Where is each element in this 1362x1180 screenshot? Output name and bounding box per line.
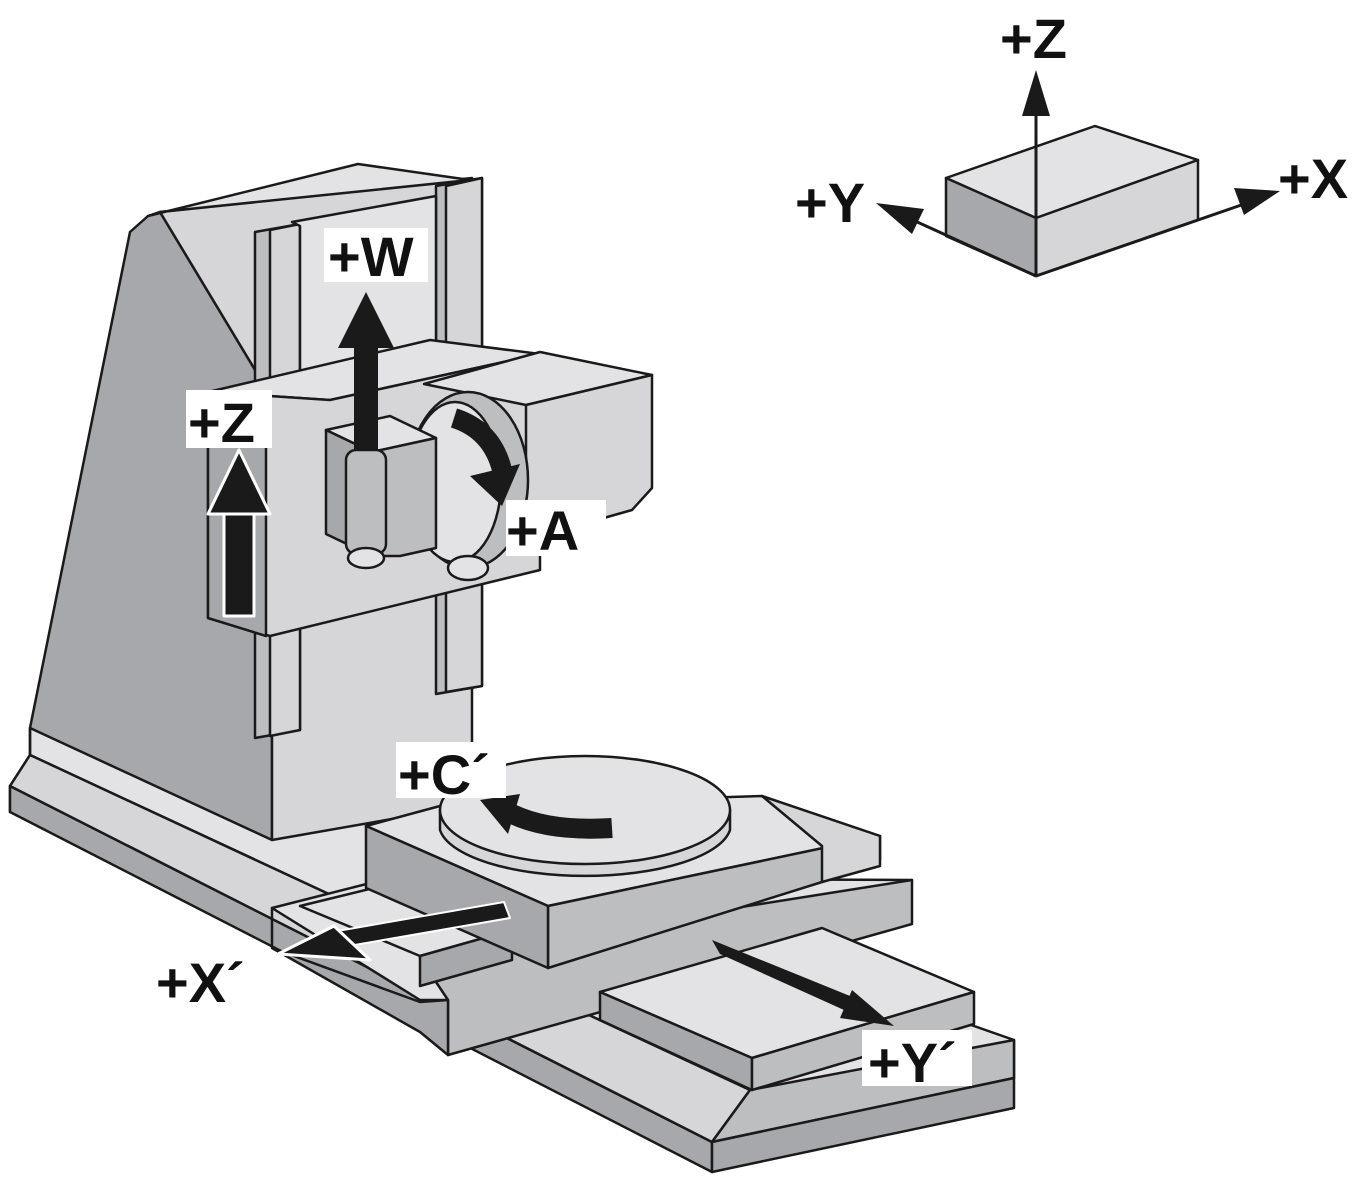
spindle-quill [344, 448, 388, 556]
ref-y-arrowhead [876, 203, 924, 234]
y-prime-label-bg [862, 1030, 972, 1086]
x-prime-label: +X´ [156, 951, 245, 1014]
w-arrow-shaft [354, 342, 378, 450]
x-prime-axis-arrow [276, 901, 511, 962]
w-label: +W [328, 225, 414, 288]
a-label-bg [506, 500, 606, 556]
c-arrow-head [480, 794, 520, 834]
w-axis-arrow [338, 292, 394, 450]
c-arrow-arc [507, 804, 613, 839]
y-prime-axis-arrow [712, 940, 894, 1026]
ref-x-arrowhead [1234, 188, 1280, 215]
y-prime-label: +Y´ [868, 1031, 957, 1094]
c-label: +C´ [398, 743, 490, 806]
a-arrow-head [470, 464, 520, 506]
rotary-table-top [438, 754, 732, 866]
x-prime-arrow-head [276, 924, 372, 962]
z-label-bg [186, 390, 272, 448]
ref-x-label: +X [1278, 147, 1348, 210]
a-label: +A [506, 499, 579, 562]
ref-x-axis [1035, 200, 1251, 278]
y-prime-arrow-shaft [712, 940, 850, 1010]
ref-z-label: +Z [1000, 7, 1067, 70]
w-label-bg [324, 228, 428, 282]
saddle-left-end [270, 906, 450, 1057]
c-axis-arrow [480, 794, 613, 839]
spindle-nose [346, 546, 386, 570]
z-arrow-head [206, 448, 272, 516]
rotary-table [438, 754, 732, 878]
ref-y-axis [903, 214, 1037, 278]
headstock [206, 338, 654, 638]
w-arrow-head [338, 292, 394, 348]
y-prime-arrow-head [840, 990, 894, 1026]
a-axis-arrow [450, 408, 520, 506]
spindle-nose-2 [446, 554, 490, 582]
a-arrow-arc [450, 408, 512, 473]
reference-coordinate-system: +Z +Y +X [795, 7, 1348, 278]
bed-right-front [710, 1076, 1016, 1174]
table-right-ledge [760, 794, 882, 884]
z-axis-arrow [206, 448, 272, 618]
ref-z-arrowhead [1022, 70, 1050, 116]
z-label: +Z [188, 391, 255, 454]
axis-labels: +W +Z +A +C´ +X´ +Y´ [156, 225, 972, 1094]
c-label-bg [396, 742, 506, 798]
ref-y-label: +Y [795, 171, 865, 234]
z-arrow-shaft [222, 508, 256, 618]
table-side [364, 824, 550, 970]
